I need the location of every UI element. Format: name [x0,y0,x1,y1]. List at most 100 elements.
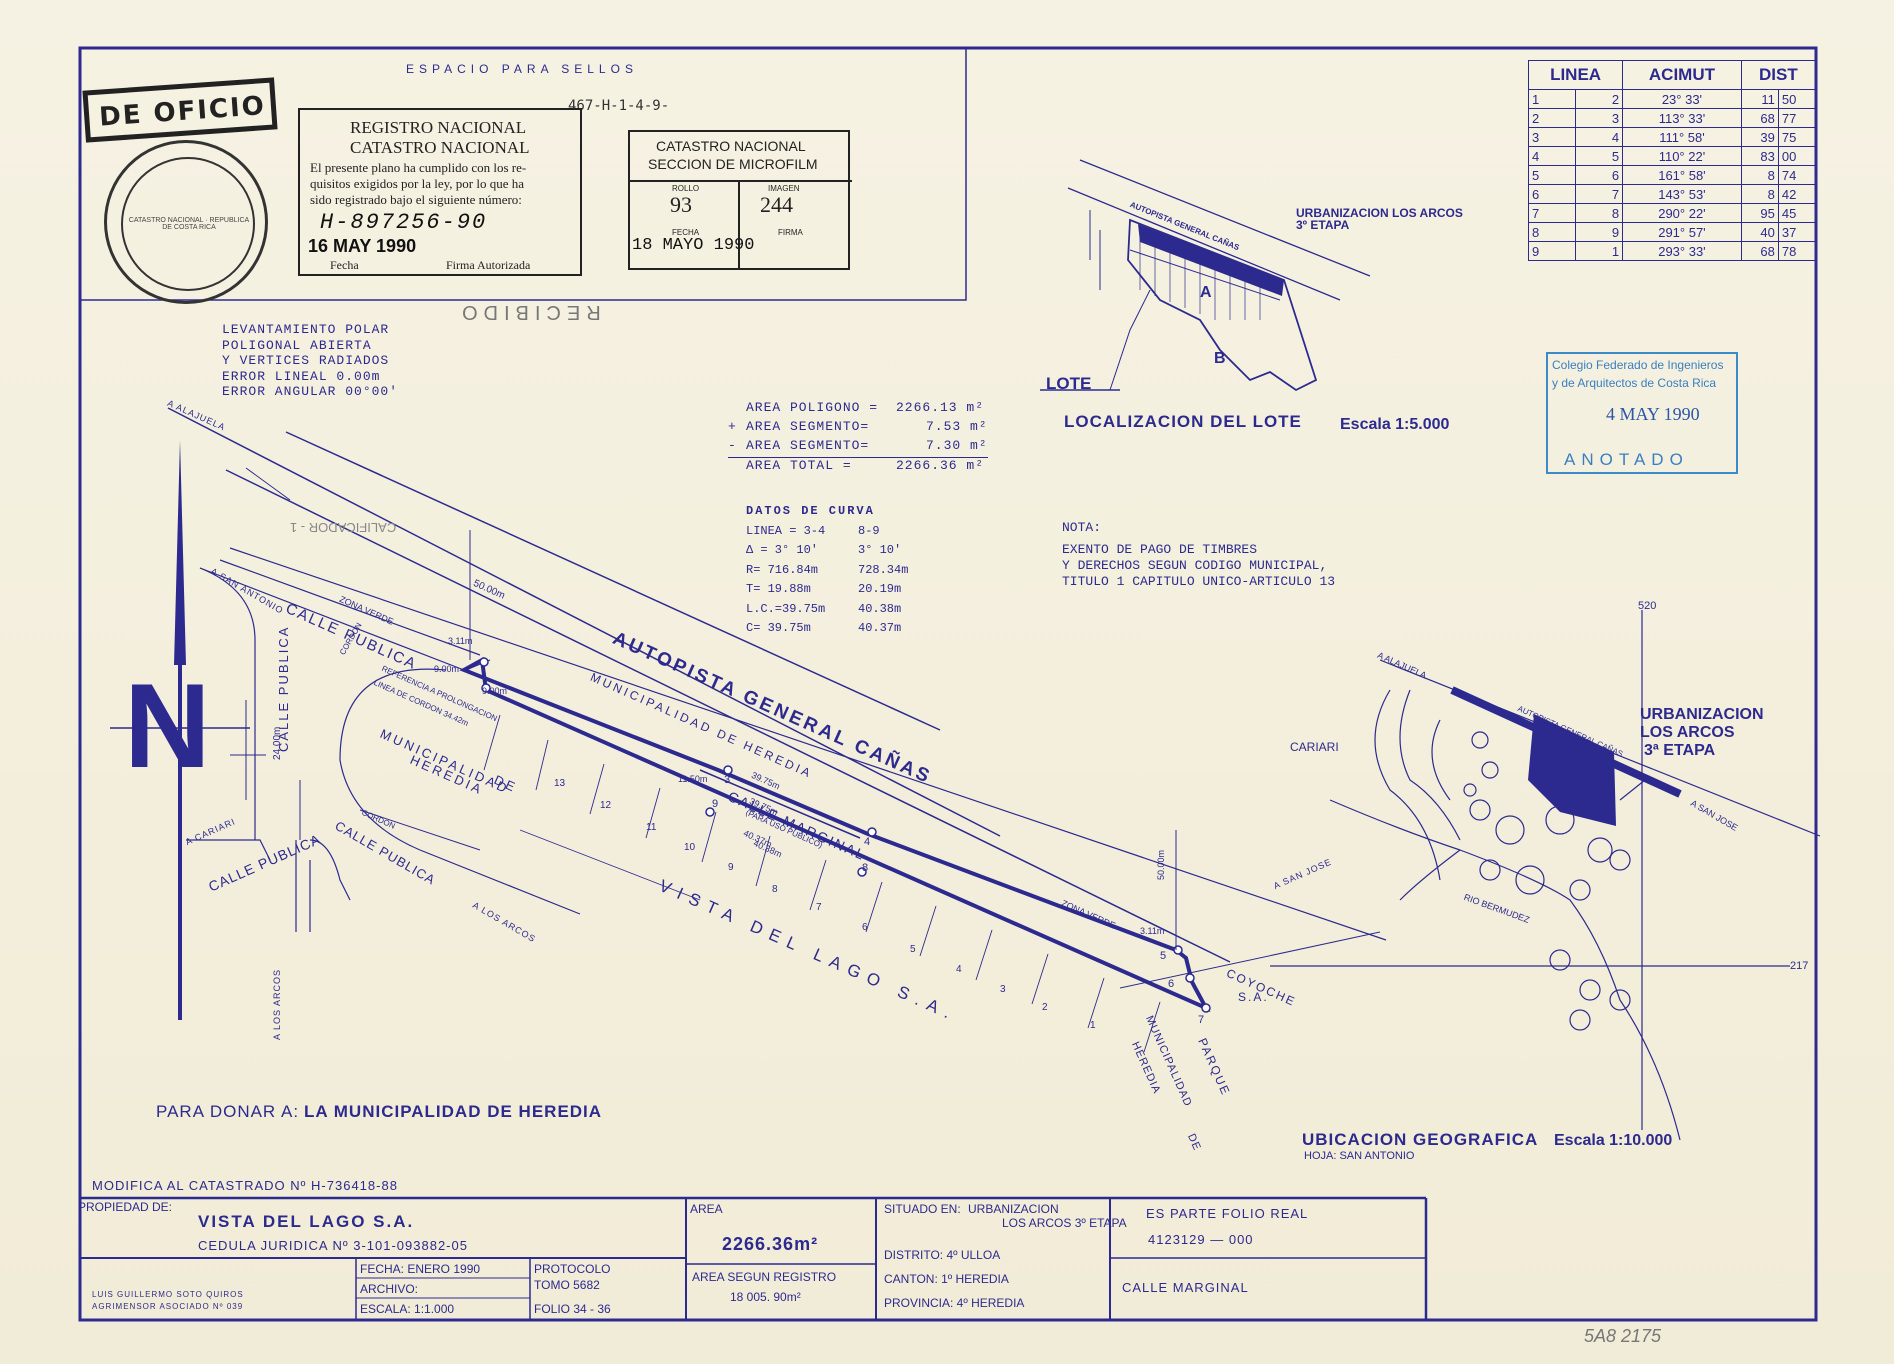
lot-number: 10 [684,842,696,853]
azimuth: 113° 33' [1622,108,1742,128]
survey-note: POLIGONAL ABIERTA [222,337,372,353]
geo-hoja: HOJA: SAN ANTONIO [1304,1150,1415,1162]
dim-24: 24.00m [272,726,283,760]
escala: ESCALA: 1:1.000 [360,1302,455,1316]
geo-coord-right: 217 [1790,960,1809,972]
lot-number: 8 [772,884,778,895]
area-value: 7.53 m² [926,419,988,434]
dist-m: 40 [1740,222,1779,242]
area-calculation: AREA POLIGONO =2266.13 m² +AREA SEGMENTO… [728,400,988,473]
dist-cm: 77 [1777,108,1817,128]
lot-number: 7 [816,902,822,913]
dim-9a: 9.00m [434,664,460,674]
dist-m: 68 [1740,108,1779,128]
area-value: 2266.36 m² [896,458,985,473]
vertex-label: 7 [1198,1014,1205,1026]
azimuth: 23° 33' [1622,89,1742,109]
imagen-label: IMAGEN [768,184,800,193]
from-vertex: 5 [1527,165,1577,185]
folio: FOLIO 34 - 36 [534,1302,611,1316]
area-label: AREA POLIGONO = [746,400,879,415]
surveyor-number: AGRIMENSOR ASOCIADO Nº 039 [92,1302,244,1311]
lot-number: 12 [600,800,612,811]
loc-urb2: 3º ETAPA [1296,218,1350,232]
lot-number: 5 [910,944,916,955]
colegio-date: 4 MAY 1990 [1606,404,1700,424]
tomo: TOMO 5682 [534,1278,600,1292]
vertex-label: 4 [864,836,871,848]
dim-1150: 11.50m [678,774,708,784]
protocolo: PROTOCOLO [534,1262,611,1276]
to-vertex: 1 [1575,241,1624,261]
area-label: AREA TOTAL = [746,458,852,473]
to-vertex: 3 [1575,108,1624,128]
lot-number: 4 [956,964,962,975]
surveyor-name: LUIS GUILLERMO SOTO QUIROS [92,1290,244,1299]
to-vertex: 5 [1575,146,1624,166]
dim-50-right: 50.00m [1156,849,1166,880]
lot-number: 9 [728,862,734,873]
survey-note: LEVANTAMIENTO POLAR [222,322,390,337]
propiedad-value: VISTA DEL LAGO S.A. [198,1212,415,1231]
nota-line: Y DERECHOS SEGUN CODIGO MUNICIPAL, [1062,558,1328,573]
dist-cm: 42 [1777,184,1817,204]
loc-urb: URBANIZACION LOS ARCOS [1296,206,1463,220]
dim-311b: 3.11m [1140,926,1165,936]
microfilm-line1: CATASTRO NACIONAL [656,138,806,154]
cedula: CEDULA JURIDICA Nº 3-101-093882-05 [198,1238,468,1253]
dist-cm: 37 [1777,222,1817,242]
dist-cm: 78 [1777,241,1817,261]
colegio-line1: Colegio Federado de Ingenieros [1552,358,1724,372]
dist-cm: 75 [1777,127,1817,147]
geo-urb1: URBANIZACION [1640,706,1764,723]
calle-marginal-tb: CALLE MARGINAL [1122,1280,1249,1295]
azimuth: 111° 58' [1622,127,1742,147]
geo-urb3: 3ª ETAPA [1644,742,1716,759]
propiedad-label: PROPIEDAD DE: [78,1200,173,1214]
north-letter: N [124,659,211,793]
seal-ring-text: CATASTRO NACIONAL · REPUBLICA DE COSTA R… [128,217,250,231]
nota-title: NOTA: [1062,520,1102,535]
geo-coord-top: 520 [1638,600,1657,612]
dist-cm: 50 [1777,89,1817,109]
distrito: DISTRITO: 4º ULLOA [884,1248,1001,1262]
recibido-stamp: RECIBIDO [456,301,601,323]
dim-311: 3.11m [448,636,473,646]
dist-m: 11 [1740,89,1779,109]
handwritten-note: 5A8 2175 [1584,1326,1662,1346]
vertex-label: 8 [862,862,869,874]
azimuth: 110° 22' [1622,146,1742,166]
registro-date: 16 MAY 1990 [308,236,417,256]
registro-stamp: REGISTRO NACIONAL CATASTRO NACIONAL El p… [298,108,582,276]
coyoche-sa: S.A. [1238,990,1269,1004]
loc-a: A [1200,284,1212,301]
col-dist: DIST [1740,60,1817,90]
loc-title: LOCALIZACION DEL LOTE [1064,412,1302,431]
geo-urb2: LOS ARCOS [1640,724,1735,741]
to-vertex: 9 [1575,222,1624,242]
dist-m: 95 [1740,203,1779,223]
lot-number: 3 [1000,984,1006,995]
microfilm-stamp: CATASTRO NACIONAL SECCION DE MICROFILM R… [628,130,852,270]
to-vertex: 4 [1575,127,1624,147]
situado-1: URBANIZACION [968,1202,1059,1216]
geo-scale: Escala 1:10.000 [1554,1132,1673,1149]
lot-number: 11 [646,822,657,833]
to-vertex: 2 [1575,89,1624,109]
from-vertex: 8 [1527,222,1577,242]
from-vertex: 4 [1527,146,1577,166]
de-oficio-text: DE OFICIO [98,91,267,133]
vertex-label: 6 [1168,978,1175,990]
espacio-sellos: ESPACIO PARA SELLOS [406,62,638,76]
azimuth: 293° 33' [1622,241,1742,261]
dist-cm: 45 [1777,203,1817,223]
